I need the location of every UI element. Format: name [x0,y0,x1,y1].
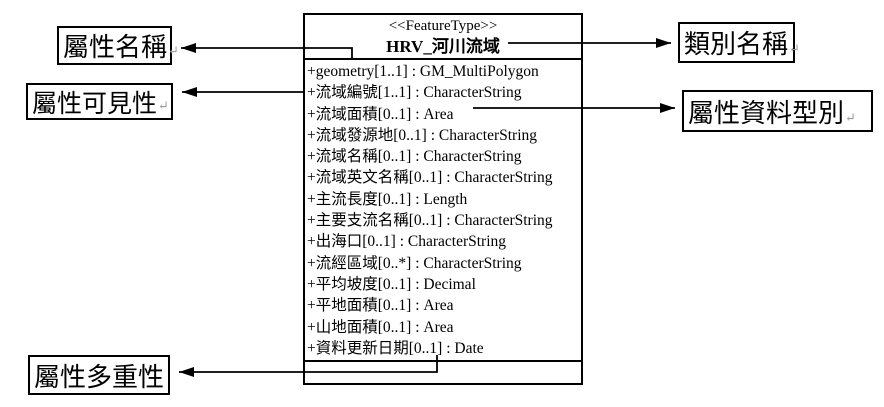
attribute-text: +主流長度[0..1] : Length [307,190,468,208]
attribute-text: +資料更新日期[0..1] : Date [307,339,484,357]
class-header-compartment: <<FeatureType>> HRV_河川流域 [305,15,581,60]
paragraph-return-mark: ↵ [168,43,179,58]
operations-compartment-empty [305,360,581,385]
label-text: 屬性資料型別 [688,98,845,128]
label-text: 屬性名稱 [63,33,168,62]
attribute-text: +流域名稱[0..1] : CharacterString [307,148,522,166]
attribute-row: +資料更新日期[0..1] : Date [307,338,581,359]
paragraph-return-mark: ↵ [158,98,169,113]
attribute-row: +山地面積[0..1] : Area [307,317,581,338]
uml-class-box: <<FeatureType>> HRV_河川流域 +geometry[1..1]… [303,13,583,385]
attribute-text: +流經區域[0..*] : CharacterString [307,254,522,272]
attribute-row: +平均坡度[0..1] : Decimal [307,274,581,295]
label-attribute-visibility: 屬性可見性 ↵ [26,83,173,120]
label-attribute-name: 屬性名稱 ↵ [57,26,179,65]
attribute-row: +主要支流名稱[0..1] : CharacterString [307,210,581,231]
attribute-text: +平均坡度[0..1] : Decimal [307,275,476,293]
class-name-title: HRV_河川流域 [386,36,500,56]
class-stereotype: <<FeatureType>> [388,17,498,34]
attribute-compartment: +geometry[1..1] : GM_MultiPolygon +流域編號[… [305,60,581,360]
attribute-row: +流經區域[0..*] : CharacterString [307,253,581,274]
attribute-row: +平地面積[0..1] : Area [307,295,581,316]
attribute-row: +流域英文名稱[0..1] : CharacterString [307,167,581,188]
paragraph-return-mark: ↵ [789,41,800,56]
attribute-text: +山地面積[0..1] : Area [307,318,454,336]
attribute-row: +主流長度[0..1] : Length [307,189,581,210]
attribute-text: +主要支流名稱[0..1] : CharacterString [307,212,553,230]
label-attribute-multiplicity: 屬性多重性 [28,355,170,395]
attribute-text: +流域發源地[0..1] : CharacterString [307,126,538,144]
attribute-row: +流域發源地[0..1] : CharacterString [307,125,581,146]
attribute-row: +流域編號[1..1] : CharacterString [307,82,581,103]
label-attribute-datatype: 屬性資料型別 ↵ [682,90,873,132]
label-text: 屬性可見性 [32,90,158,118]
attribute-text: +流域英文名稱[0..1] : CharacterString [307,169,553,187]
label-text: 屬性多重性 [34,362,165,392]
attribute-text: +平地面積[0..1] : Area [307,297,454,315]
attribute-text: +流域編號[1..1] : CharacterString [307,84,522,102]
attribute-row: +流域面積[0..1] : Area [307,104,581,125]
attribute-row: +geometry[1..1] : GM_MultiPolygon [307,61,581,82]
label-text: 類別名稱 [684,30,789,59]
attribute-text: +geometry[1..1] : GM_MultiPolygon [307,63,539,80]
attribute-text: +流域面積[0..1] : Area [307,105,454,123]
label-class-name: 類別名稱 ↵ [678,22,800,63]
attribute-row: +流域名稱[0..1] : CharacterString [307,146,581,167]
attribute-text: +出海口[0..1] : CharacterString [307,233,507,251]
paragraph-return-mark: ↵ [845,110,856,125]
attribute-row: +出海口[0..1] : CharacterString [307,231,581,252]
